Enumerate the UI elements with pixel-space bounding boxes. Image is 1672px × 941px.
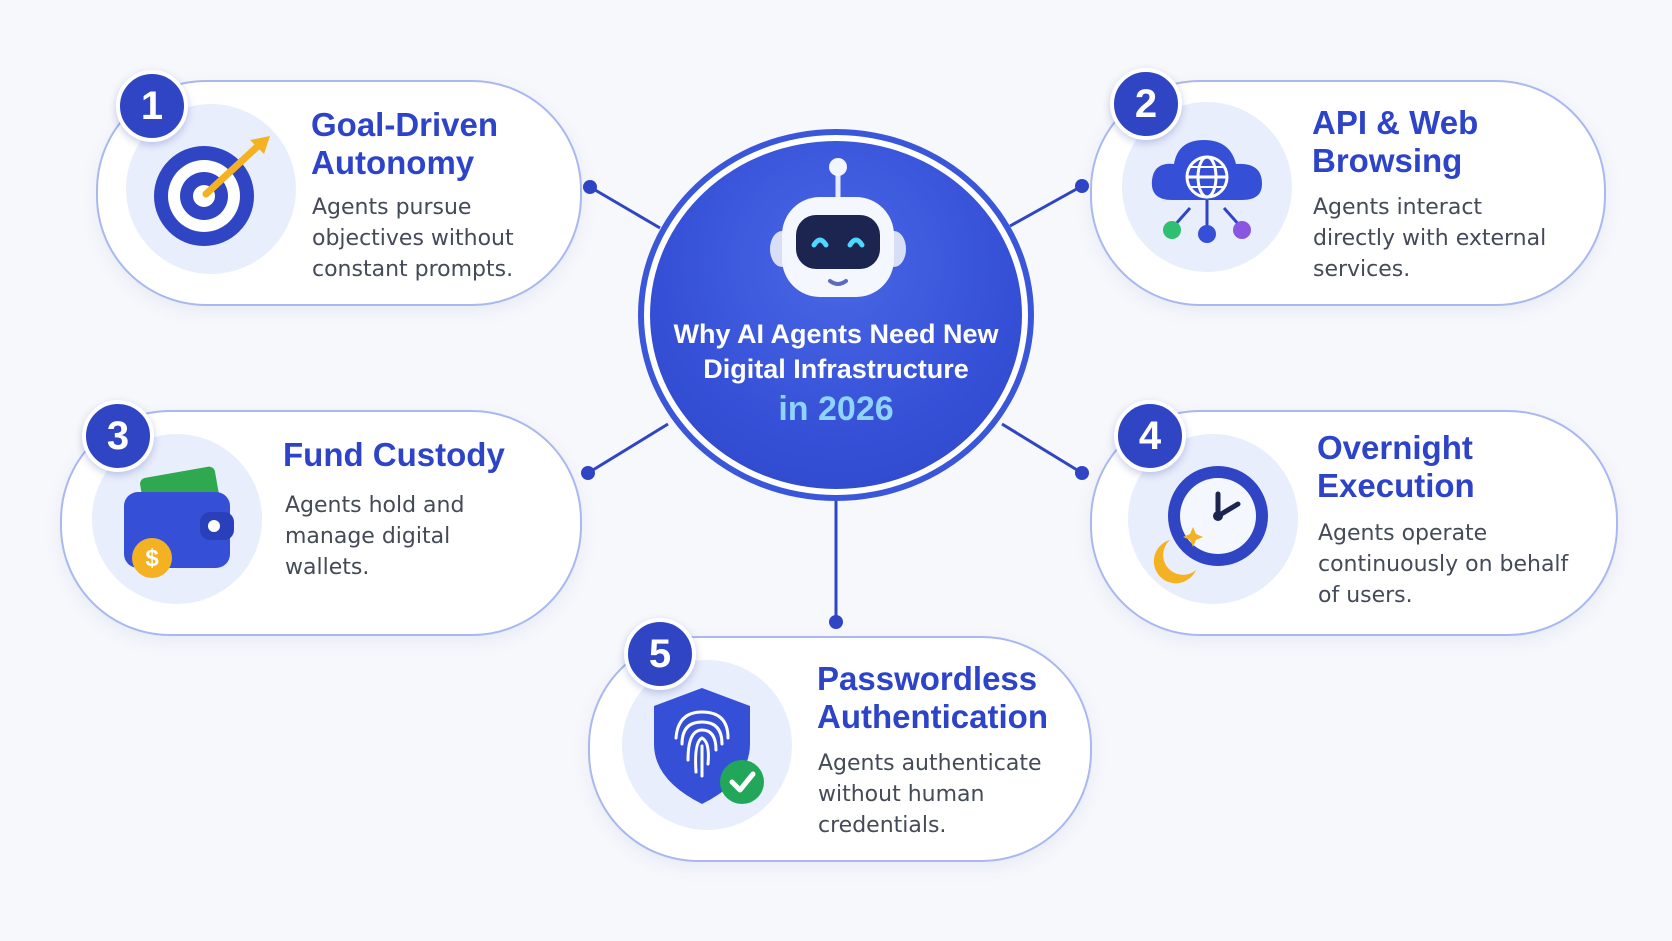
connector-dot-1 [583,180,597,194]
card-4-title: Overnight Execution [1317,429,1475,504]
connector-dot-3 [581,466,595,480]
card-2-description: Agents interact directly with external s… [1313,195,1547,282]
badge-2: 2 [1110,68,1182,140]
card-5-description: Agents authenticate without human creden… [818,751,1042,838]
badge-1: 1 [116,70,188,142]
connector-dot-4 [1075,466,1089,480]
badge-5: 5 [624,618,696,690]
card-5-title: Passwordless Authentication [817,660,1048,735]
clock-moon-icon [1153,466,1268,584]
card-3-description: Agents hold and manage digital wallets. [285,493,465,580]
card-3-title: Fund Custody [283,436,505,473]
wallet-icon: $ [124,466,234,578]
center-year: in 2026 [778,390,894,428]
target-icon [154,136,270,246]
wallet-icon-circle: $ [92,434,262,604]
robot-icon [770,158,906,297]
target-icon-circle [126,104,296,274]
center-title: Why AI Agents Need New Digital Infrastru… [673,319,999,384]
fingerprint-shield-icon [654,688,764,804]
card-2-title: API & Web Browsing [1312,104,1479,179]
connector-dot-5 [829,615,843,629]
card-goal-driven-autonomy [96,80,582,306]
central-hub-inner: Why AI Agents Need New Digital Infrastru… [650,141,1022,489]
clock-moon-icon-circle [1128,434,1298,604]
card-4-description: Agents operate continuously on behalf of… [1318,521,1569,608]
badge-3: 3 [82,400,154,472]
card-1-title: Goal-Driven Autonomy [311,106,499,181]
central-hub: Why AI Agents Need New Digital Infrastru… [638,129,1034,501]
svg-text:$: $ [145,545,159,572]
connector-dot-2 [1075,179,1089,193]
cloud-network-icon [1151,140,1262,243]
badge-4: 4 [1114,400,1186,472]
card-api-web-browsing [1090,80,1606,306]
card-1-description: Agents pursue objectives without constan… [312,195,514,282]
